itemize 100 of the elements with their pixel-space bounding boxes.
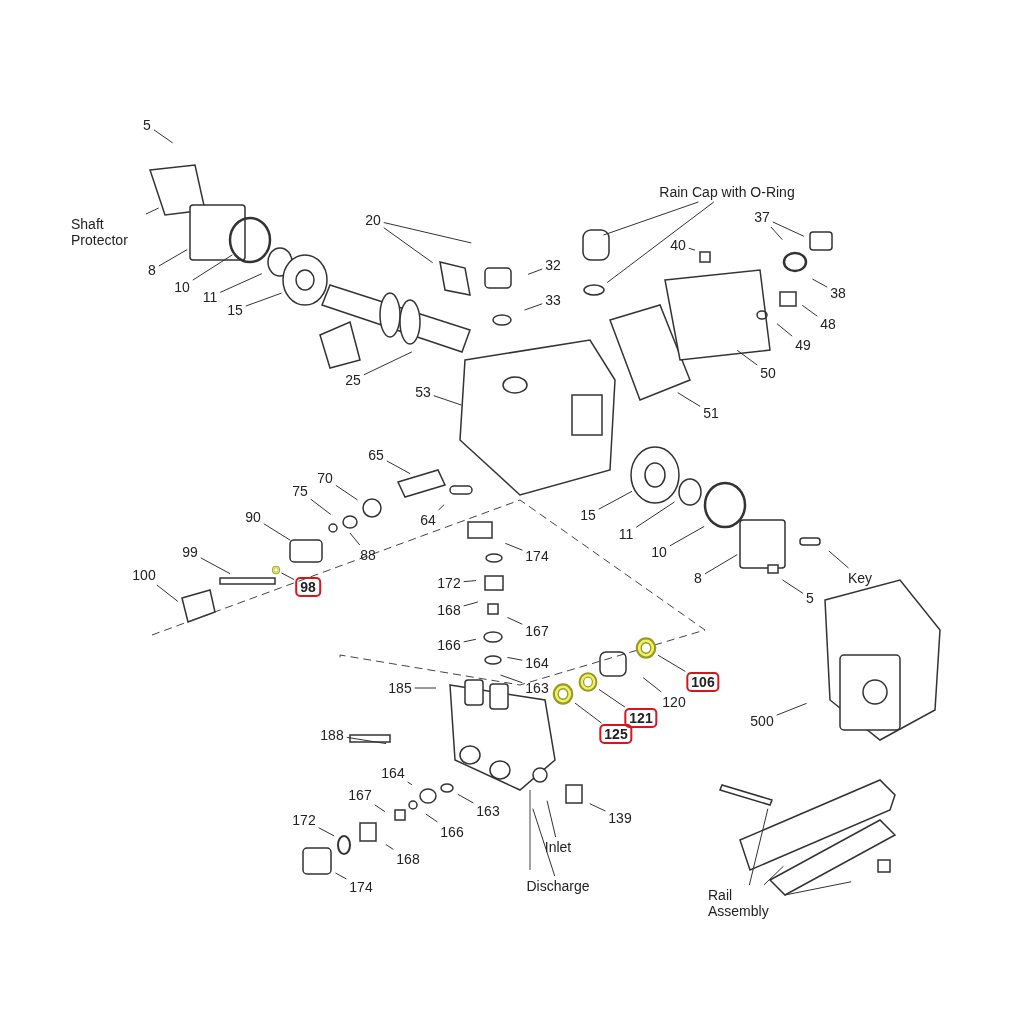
leader-line xyxy=(772,221,805,237)
leader-line xyxy=(145,207,160,215)
callout-number: 53 xyxy=(413,383,433,401)
callout-number: 188 xyxy=(318,726,346,744)
callout-number: 38 xyxy=(828,284,848,302)
callout-number: 100 xyxy=(130,566,158,584)
callout-number: 163 xyxy=(474,802,502,820)
callout-number: 48 xyxy=(818,315,838,333)
leader-line xyxy=(346,736,387,745)
leader-line xyxy=(374,804,386,813)
leader-line xyxy=(828,550,849,569)
leader-line xyxy=(156,584,179,602)
callout-number: 174 xyxy=(347,878,375,896)
part-label: Key xyxy=(845,569,875,587)
leader-line xyxy=(784,881,852,896)
callout-number: 185 xyxy=(386,679,414,697)
leader-line xyxy=(527,268,543,275)
callout-number: 5 xyxy=(141,116,153,134)
callout-number: 163 xyxy=(523,679,551,697)
leader-line xyxy=(383,227,434,264)
leader-line xyxy=(433,395,462,406)
callout-number: 98 xyxy=(295,577,321,597)
leader-line xyxy=(425,813,438,823)
highlighted-o-ring xyxy=(552,683,574,705)
leader-line xyxy=(635,501,675,528)
highlighted-o-ring xyxy=(271,565,281,575)
leader-line xyxy=(776,702,808,716)
callout-number: 15 xyxy=(578,506,598,524)
callout-number: 167 xyxy=(346,786,374,804)
callout-number: 75 xyxy=(290,482,310,500)
leader-line xyxy=(158,249,188,267)
leader-line xyxy=(263,523,291,541)
callout-number: 172 xyxy=(290,811,318,829)
callout-number: 139 xyxy=(606,809,634,827)
callout-number: 164 xyxy=(523,654,551,672)
callout-number: 33 xyxy=(543,291,563,309)
leader-line xyxy=(811,278,828,288)
leader-line xyxy=(335,484,359,501)
highlighted-o-ring xyxy=(578,672,598,692)
callout-number: 11 xyxy=(616,525,636,543)
leader-line xyxy=(281,572,295,581)
leader-line xyxy=(385,843,394,850)
callout-number: 32 xyxy=(543,256,563,274)
leader-line xyxy=(776,323,793,337)
leader-line xyxy=(598,688,626,708)
callout-number: 50 xyxy=(758,364,778,382)
leader-line xyxy=(383,222,472,244)
leader-line xyxy=(770,226,783,241)
callout-number: 125 xyxy=(599,724,633,744)
leader-line xyxy=(200,557,231,575)
leader-line xyxy=(801,304,818,317)
callout-number: 51 xyxy=(701,404,721,422)
callout-number: 25 xyxy=(343,371,363,389)
callout-number: 15 xyxy=(225,301,245,319)
callout-number: 10 xyxy=(649,543,669,561)
leader-line xyxy=(438,504,445,511)
leader-line xyxy=(192,254,233,281)
leader-line xyxy=(657,654,686,672)
callout-number: 49 xyxy=(793,336,813,354)
callout-number: 106 xyxy=(686,672,720,692)
callout-number: 88 xyxy=(358,546,378,564)
callout-number: 64 xyxy=(418,511,438,529)
part-label: Discharge xyxy=(524,877,592,895)
leader-line xyxy=(546,800,557,838)
part-label: Shaft Protector xyxy=(69,215,147,249)
leader-line xyxy=(463,638,477,643)
leader-line xyxy=(463,601,479,607)
part-label: Rail Assembly xyxy=(706,886,784,920)
callout-number: 40 xyxy=(668,236,688,254)
leader-line xyxy=(524,303,543,311)
leader-line xyxy=(245,292,283,307)
leader-line xyxy=(603,201,699,236)
callout-number: 172 xyxy=(435,574,463,592)
leader-line xyxy=(677,392,701,407)
callout-number: 120 xyxy=(660,693,688,711)
leader-line xyxy=(782,579,804,594)
leader-line xyxy=(642,677,662,693)
highlighted-o-ring xyxy=(635,637,657,659)
part-label: Inlet xyxy=(542,838,574,856)
callout-number: 168 xyxy=(435,601,463,619)
leader-line xyxy=(219,273,263,293)
callout-number: 37 xyxy=(752,208,772,226)
callout-number: 65 xyxy=(366,446,386,464)
callout-number: 8 xyxy=(692,569,704,587)
leader-line xyxy=(748,808,769,886)
part-label: Rain Cap with O-Ring xyxy=(657,183,797,201)
leader-line xyxy=(704,554,738,575)
leader-line xyxy=(318,827,335,837)
leader-line xyxy=(736,349,758,366)
callout-number: 121 xyxy=(624,708,658,728)
leader-line xyxy=(506,656,523,661)
leader-line xyxy=(463,580,477,583)
callout-number: 8 xyxy=(146,261,158,279)
callout-number: 11 xyxy=(200,288,220,306)
callout-number: 164 xyxy=(379,764,407,782)
leader-line xyxy=(414,687,437,689)
leader-line xyxy=(153,129,174,144)
leader-line xyxy=(504,542,523,551)
callout-number: 10 xyxy=(172,278,192,296)
callout-number: 90 xyxy=(243,508,263,526)
